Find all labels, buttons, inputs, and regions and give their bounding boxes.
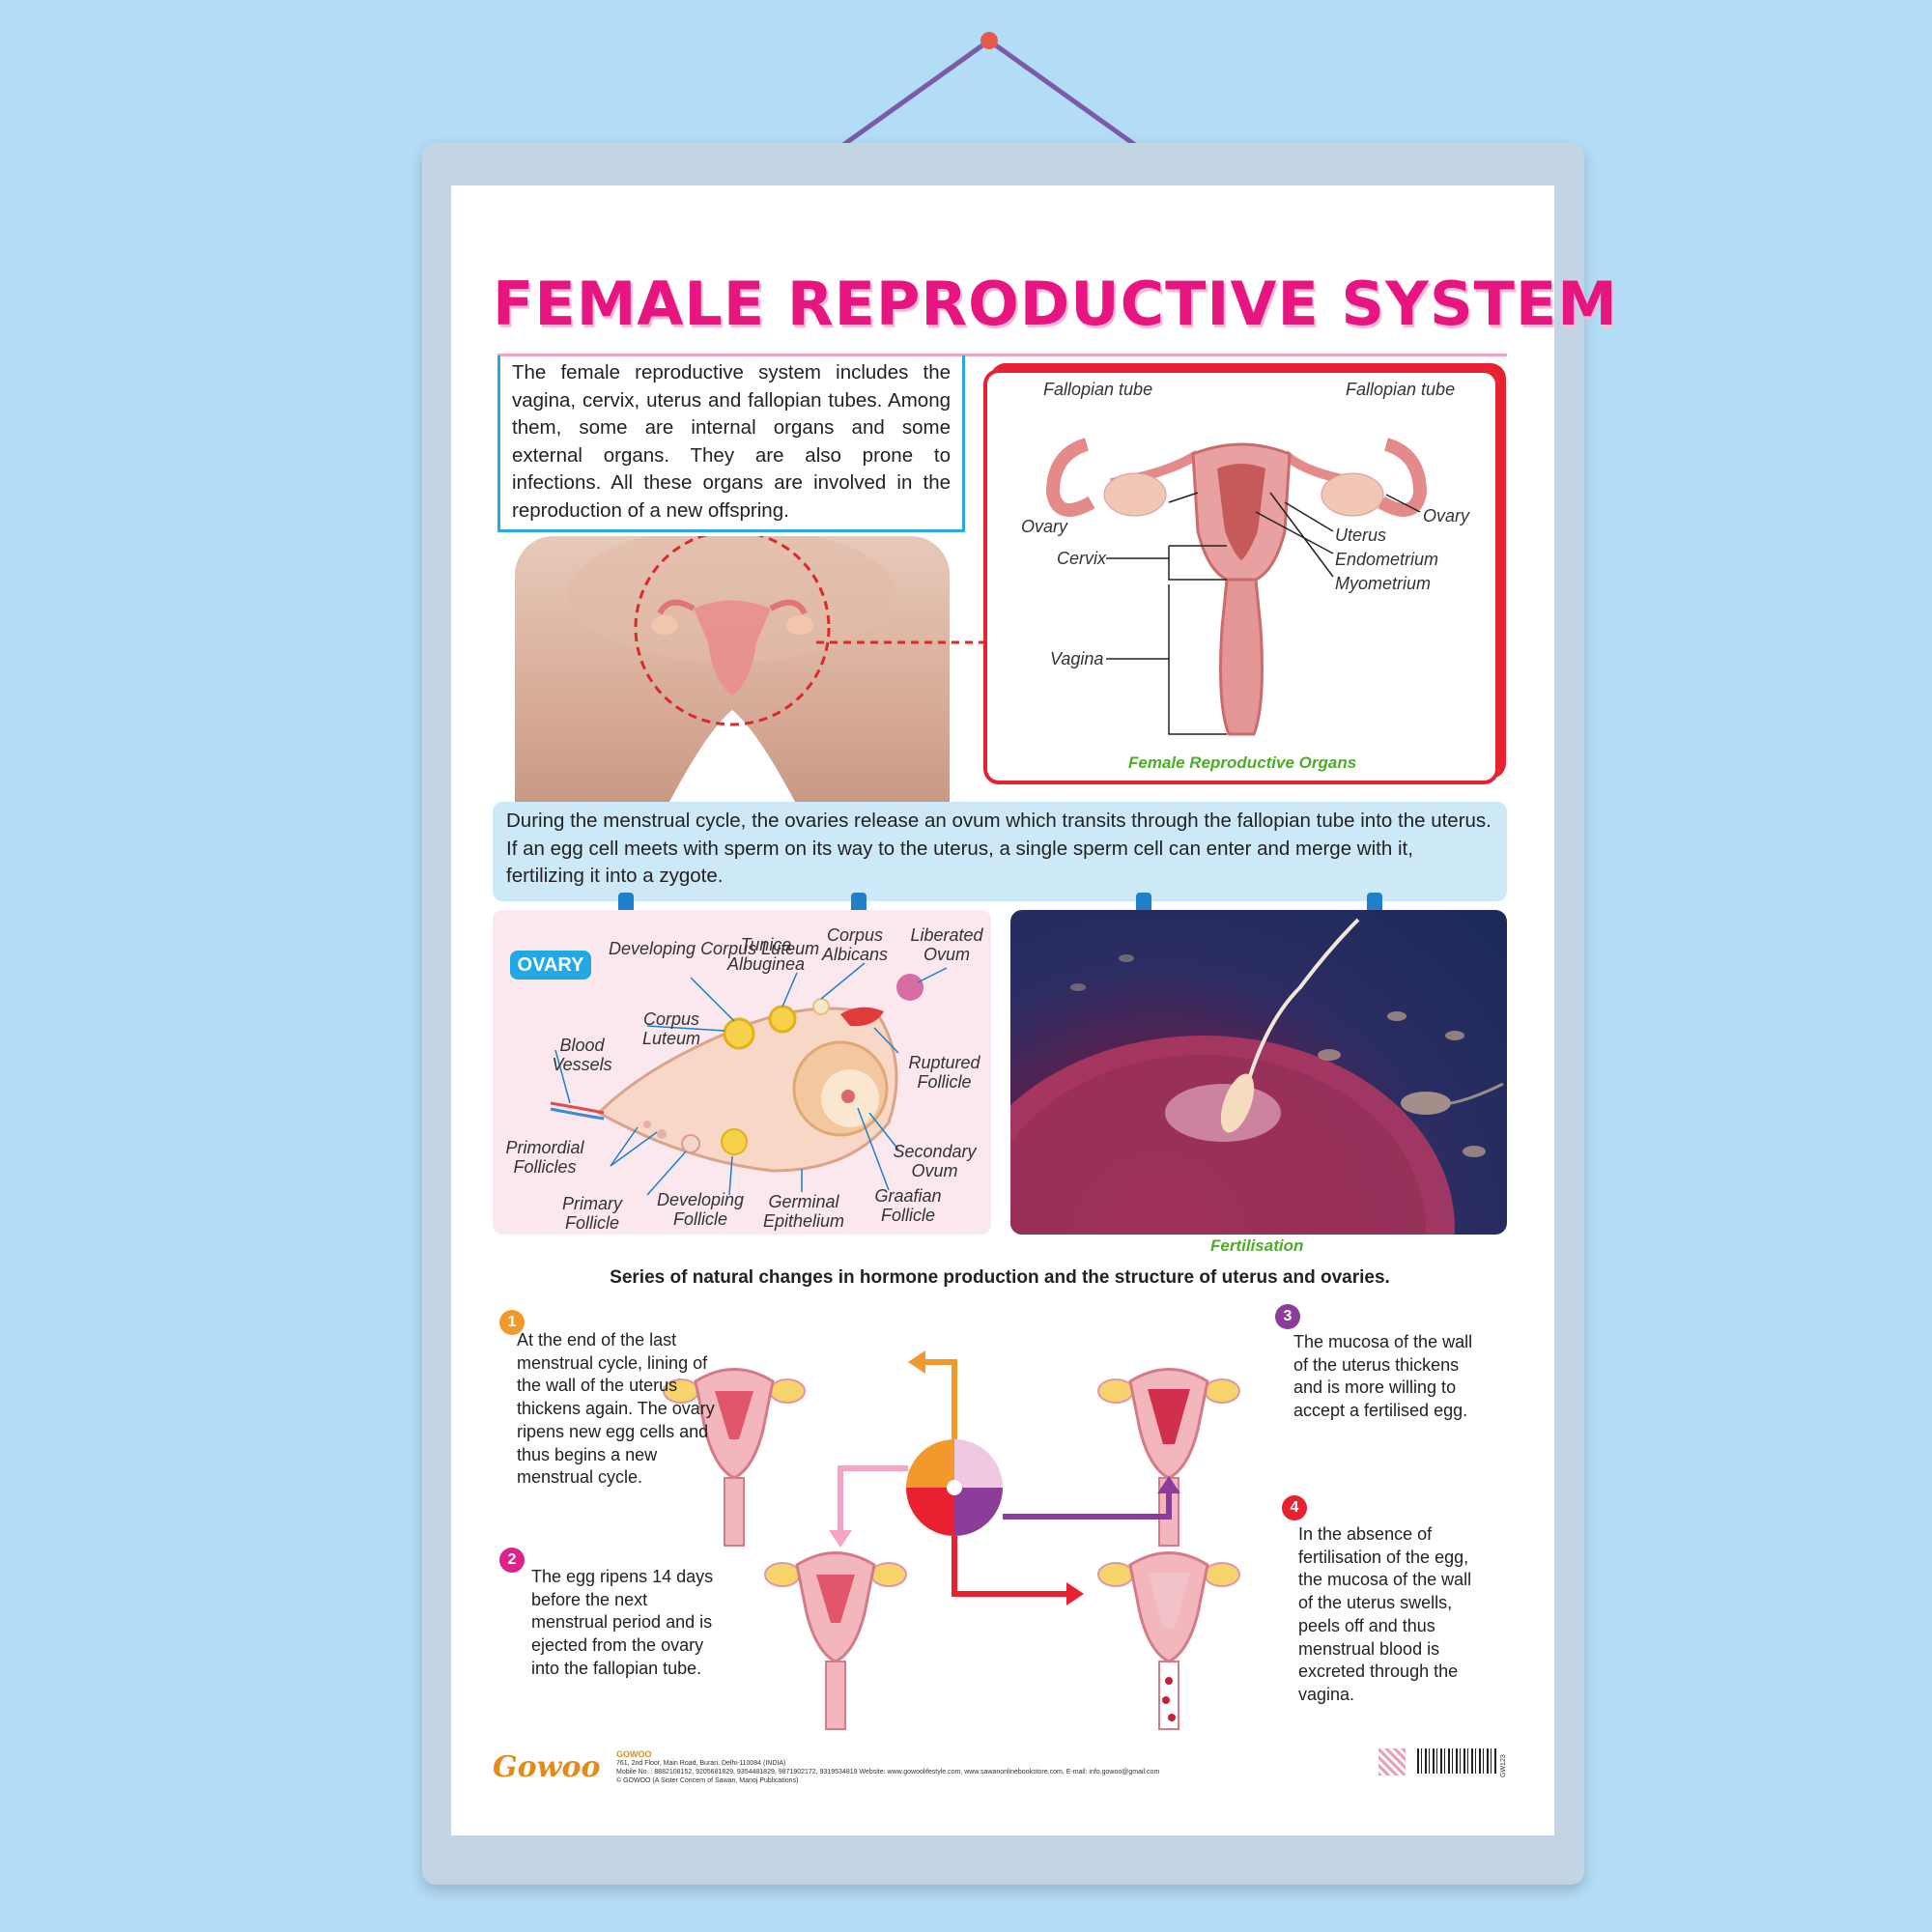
footer-sister: © GOWOO (A Sister Concern of Sawan, Mano… <box>616 1777 799 1784</box>
label-graafian-follicle: Graafian Follicle <box>874 1186 942 1225</box>
pelvis-drawing <box>568 536 896 802</box>
body-illustration <box>515 536 950 802</box>
label-developing-corpus-luteum: Developing Corpus Luteum <box>609 939 819 958</box>
qr-code <box>1378 1748 1406 1776</box>
footer-company: GOWOO <box>616 1749 652 1759</box>
label-ruptured-follicle: Ruptured Follicle <box>908 1053 980 1092</box>
cycle-diagram <box>663 1350 1240 1730</box>
ovary-diagram <box>550 962 948 1196</box>
label-blood-vessels: Blood Vessels <box>552 1036 612 1074</box>
product-code: GW123 <box>1500 1754 1507 1777</box>
brand-logo: Gowoo <box>493 1750 601 1784</box>
step-3-text: The mucosa of the wall of the uterus thi… <box>1293 1332 1473 1421</box>
step-2-number: 2 <box>499 1548 525 1573</box>
label-germinal-epithelium: Germinal Epithelium <box>762 1192 845 1231</box>
label-endometrium: Endometrium <box>1335 550 1439 569</box>
step-2-text: The egg ripens 14 days before the next m… <box>531 1567 714 1678</box>
step-4-text: In the absence of fertilisation of the e… <box>1298 1524 1472 1704</box>
footer-info: GOWOO 761, 2nd Floor, Main Road, Burari,… <box>616 1750 1159 1785</box>
organs-caption: Female Reproductive Organs <box>1128 753 1357 772</box>
footer-contact: Mobile No. : 8882108152, 9205681829, 935… <box>616 1769 1160 1776</box>
label-fallopian-right: Fallopian tube <box>1346 380 1456 399</box>
organs-panel <box>983 369 1499 784</box>
footer-address: 761, 2nd Floor, Main Road, Burari, Delhi… <box>616 1760 786 1767</box>
sperm-egg-drawing <box>1010 918 1504 1235</box>
step-1-number: 1 <box>499 1310 525 1335</box>
step-4-number: 4 <box>1282 1495 1307 1520</box>
label-corpus-albicans: Corpus Albicans <box>821 925 889 964</box>
label-vagina: Vagina <box>1050 649 1104 668</box>
label-liberated-ovum: Liberated Ovum <box>910 925 983 964</box>
fertilisation-image <box>1010 910 1507 1235</box>
uterus-diagram <box>1045 438 1428 736</box>
label-cervix: Cervix <box>1057 549 1107 568</box>
ovary-badge: OVARY <box>510 951 591 980</box>
label-primordial-follicles: Primordial Follicles <box>505 1138 584 1177</box>
menstrual-text: During the menstrual cycle, the ovaries … <box>493 802 1507 901</box>
label-developing-follicle: Developing Follicle <box>656 1190 745 1229</box>
intro-text: The female reproductive system includes … <box>497 355 965 532</box>
label-secondary-ovum: Secondary Ovum <box>893 1142 977 1180</box>
label-primary-follicle: Primary Follicle <box>562 1194 622 1233</box>
label-uterus: Uterus <box>1335 526 1387 545</box>
title-divider <box>497 354 1507 356</box>
fertilisation-caption: Fertilisation <box>1210 1236 1304 1255</box>
label-ovary-left: Ovary <box>1021 517 1068 536</box>
uterus-stage-1 <box>663 1368 806 1547</box>
label-myometrium: Myometrium <box>1335 574 1432 593</box>
page-title: FEMALE REPRODUCTIVE SYSTEM <box>493 269 1618 339</box>
series-heading: Series of natural changes in hormone pro… <box>610 1267 1390 1288</box>
label-corpus-luteum: Corpus Luteum <box>641 1009 701 1048</box>
cycle-wheel <box>906 1439 1003 1536</box>
label-fallopian-left: Fallopian tube <box>1043 380 1153 399</box>
zoom-connector <box>816 640 985 644</box>
step-1-text: At the end of the last menstrual cycle, … <box>517 1330 715 1488</box>
barcode <box>1417 1748 1496 1774</box>
step-3-number: 3 <box>1275 1304 1300 1329</box>
label-tunica-albuginea: Tunica Albuginea <box>726 935 806 974</box>
label-ovary-right: Ovary <box>1423 506 1470 526</box>
